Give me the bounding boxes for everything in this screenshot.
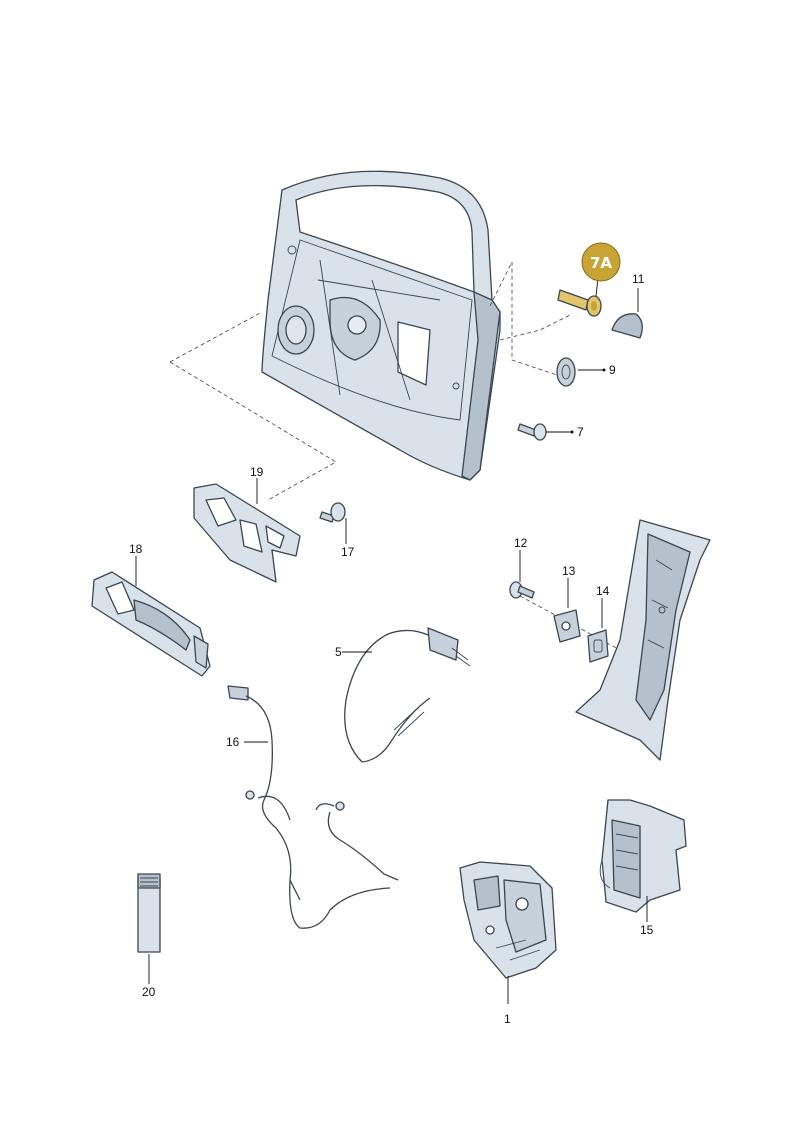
callout-14: 14 (596, 584, 610, 598)
cap-11: 11 (611, 272, 645, 339)
highlight-badge-7a: 7A (581, 242, 621, 282)
callout-7: 7 (577, 425, 584, 439)
callout-11: 11 (632, 272, 645, 286)
door-shell (261, 170, 501, 481)
door-lock-1: 1 (459, 861, 557, 1026)
callout-9: 9 (609, 363, 616, 377)
striker-13: 13 (553, 564, 581, 643)
callout-1: 1 (504, 1012, 511, 1026)
callout-16: 16 (226, 735, 240, 749)
callout-12: 12 (514, 536, 528, 550)
callout-5: 5 (335, 645, 342, 659)
wiring-harness-16: 16 (226, 685, 399, 929)
callout-13: 13 (562, 564, 576, 578)
callout-17: 17 (341, 545, 355, 559)
bolt-7: 7 (517, 423, 584, 441)
bolt-12: 12 (509, 536, 535, 599)
plug-9: 9 (556, 357, 616, 387)
bracket-19: 19 (193, 465, 301, 583)
handle-trim-18: 18 (91, 542, 211, 677)
cable-5: 5 (335, 627, 471, 763)
bolt-7a (557, 277, 602, 317)
callout-7a: 7A (590, 254, 612, 272)
screw-17: 17 (319, 502, 355, 559)
callout-20: 20 (142, 985, 156, 999)
callout-15: 15 (640, 923, 654, 937)
b-pillar (575, 519, 711, 761)
bracket-15: 15 (599, 799, 687, 937)
grease-tube-20: 20 (137, 873, 161, 999)
callout-18: 18 (129, 542, 143, 556)
plate-14: 14 (587, 584, 610, 663)
callout-19: 19 (250, 465, 264, 479)
leader-dots (570, 368, 606, 434)
